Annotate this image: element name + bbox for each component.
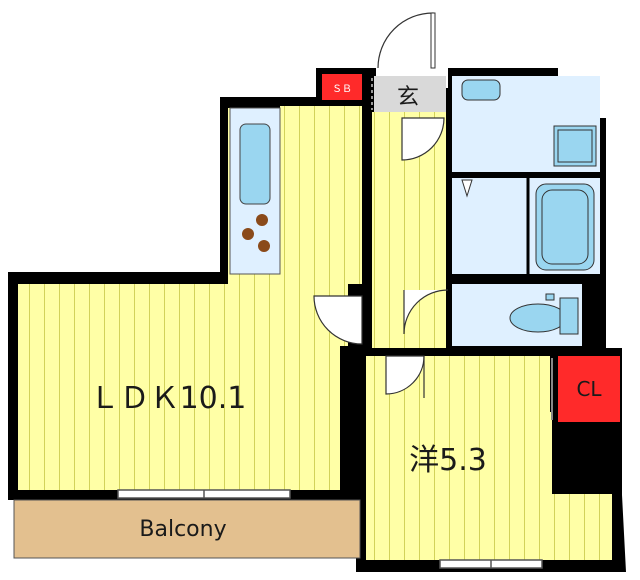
balcony bbox=[13, 499, 361, 559]
kitchen-counter bbox=[229, 107, 281, 275]
internal-doors bbox=[313, 117, 449, 398]
ldk-label: ＬＤＫ10.1 bbox=[90, 381, 247, 416]
closet-label: CL bbox=[576, 377, 602, 401]
ldk-floor bbox=[18, 106, 362, 490]
washbasin-icon bbox=[461, 79, 501, 101]
toilet-icon bbox=[509, 293, 579, 335]
shoe-box-label: ＳＢ bbox=[332, 84, 352, 95]
balcony-label: Balcony bbox=[139, 517, 226, 542]
closet bbox=[558, 356, 620, 422]
wet-areas bbox=[452, 76, 600, 346]
sink-icon bbox=[239, 123, 271, 205]
windows bbox=[117, 489, 543, 569]
washer-icon bbox=[553, 125, 597, 167]
stove-icon bbox=[242, 214, 270, 252]
entrance-label: 玄 bbox=[397, 85, 419, 110]
entrance-door bbox=[377, 12, 436, 69]
entrance-floor bbox=[374, 76, 446, 112]
western-room-label: 洋5.3 bbox=[409, 443, 487, 478]
shoe-box bbox=[322, 74, 362, 100]
bathtub-icon bbox=[535, 183, 595, 271]
western-room-floor bbox=[356, 356, 612, 560]
